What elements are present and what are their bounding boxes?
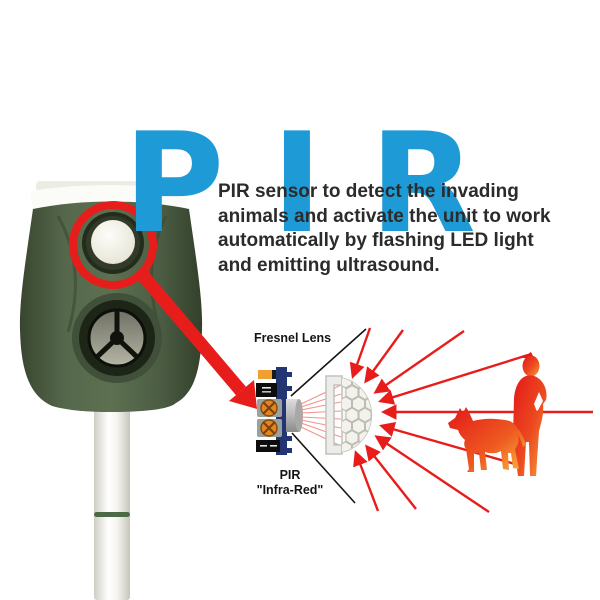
adjustment-screw-1 xyxy=(257,399,282,417)
pir-diagram xyxy=(256,327,593,513)
stake-green-ring xyxy=(94,512,130,517)
callout-arrow-head-icon xyxy=(229,380,257,409)
description-line-1: PIR sensor to detect the invading xyxy=(218,181,519,202)
pir-infrared-label: PIR "Infra-Red" xyxy=(240,468,340,498)
callout xyxy=(69,201,257,409)
fresnel-lens xyxy=(325,375,373,455)
description-line-3: automatically by flashing LED light xyxy=(218,230,534,252)
pir-circuit-board xyxy=(256,367,292,455)
fresnel-lens-label: Fresnel Lens xyxy=(254,331,332,345)
description-text: PIR sensor to detect the invading animal… xyxy=(218,180,551,278)
board-chip-bottom xyxy=(256,440,280,452)
board-capacitor xyxy=(258,370,274,379)
pir-sensor-dome xyxy=(91,220,135,264)
pir-sensor-can xyxy=(286,399,303,432)
page-title: PIR xyxy=(123,103,523,265)
description-line-2: animals and activate the unit to work xyxy=(218,205,551,227)
highlight-circle xyxy=(69,201,157,289)
lens-bracket xyxy=(325,375,343,455)
board-chip-top xyxy=(256,383,277,397)
pir-label-line2: "Infra-Red" xyxy=(256,483,324,497)
callout-arrow-shaft xyxy=(135,267,246,396)
description-line-4: and emitting ultrasound. xyxy=(218,254,440,276)
infrared-ray-fan xyxy=(349,327,593,513)
pir-label-line1: PIR xyxy=(279,468,301,482)
fov-line-bottom xyxy=(291,432,356,504)
fov-line-top xyxy=(290,328,367,397)
dog-silhouette xyxy=(448,407,526,472)
mounting-stake xyxy=(94,402,130,600)
speaker-center-cap xyxy=(110,331,124,345)
person-silhouette xyxy=(513,352,547,476)
focused-ir-rays xyxy=(300,384,342,447)
lens-honeycomb xyxy=(342,378,372,452)
repeller-device-photo xyxy=(19,181,203,600)
adjustment-screw-2 xyxy=(257,419,282,437)
body-molding-left xyxy=(56,215,77,333)
